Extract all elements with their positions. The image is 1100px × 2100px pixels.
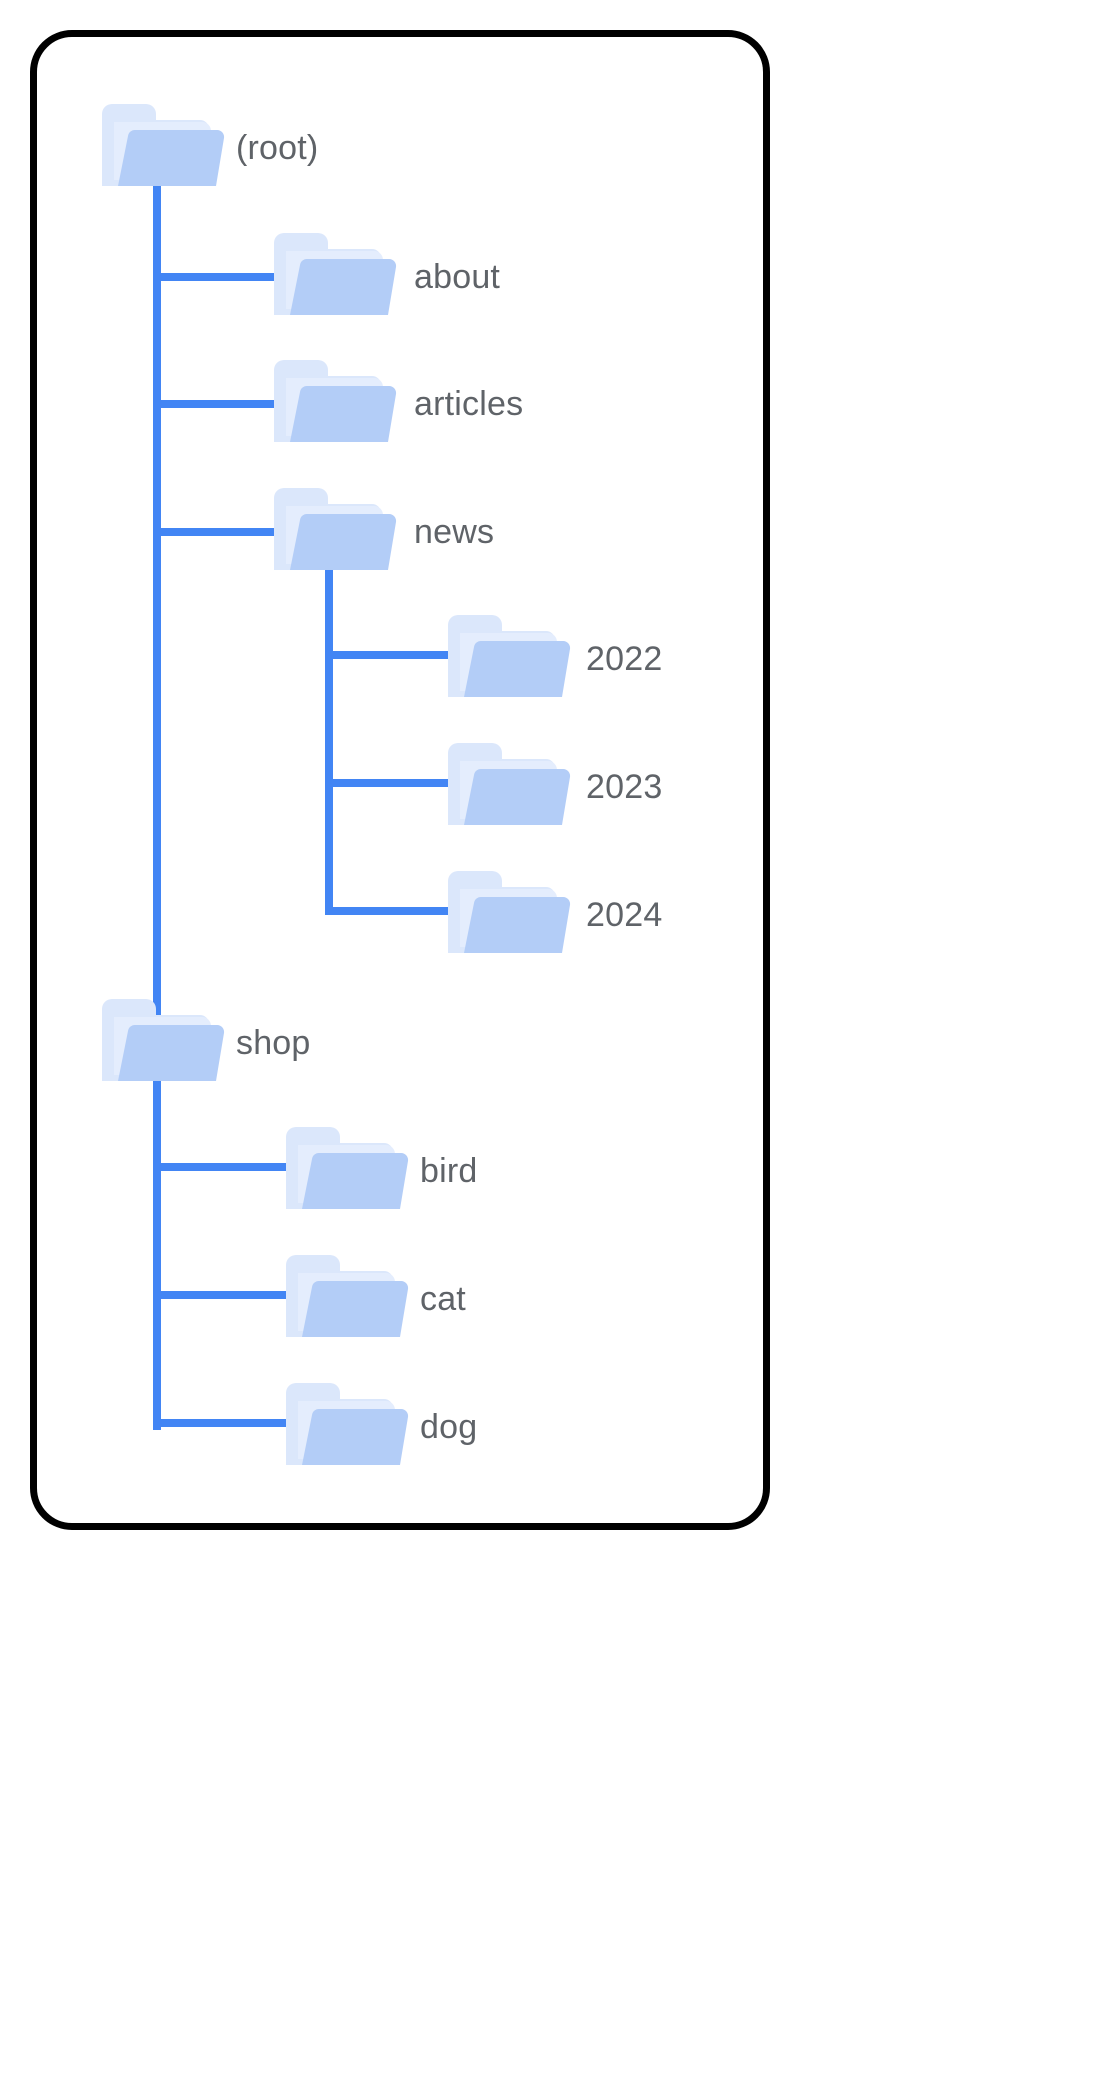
node-label-shop: shop [236,1024,311,1062]
folder-icon-bird[interactable] [286,1127,409,1209]
node-label-articles: articles [414,385,524,423]
folder-icon-root[interactable] [102,104,225,186]
node-label-2022: 2022 [586,640,663,678]
folder-icon-articles[interactable] [274,360,397,442]
folder-icon-2024[interactable] [448,871,571,953]
connector-news-2023 [325,779,457,787]
folder-icon-about[interactable] [274,233,397,315]
node-label-bird: bird [420,1152,478,1190]
folder-icon-news[interactable] [274,488,397,570]
connector-shop-cat [153,1291,295,1299]
folder-icon-2022[interactable] [448,615,571,697]
connector-news-2022 [325,651,457,659]
node-label-dog: dog [420,1408,478,1446]
connector-shop-dog [153,1419,295,1427]
connector-root-about [153,273,283,281]
node-label-about: about [414,258,501,296]
connector-trunk-news [325,560,333,915]
folder-icon-shop[interactable] [102,999,225,1081]
node-label-2024: 2024 [586,896,663,934]
folder-icon-dog[interactable] [286,1383,409,1465]
connector-root-news [153,528,283,536]
connector-trunk-root [153,180,161,1060]
folder-icon-cat[interactable] [286,1255,409,1337]
connector-trunk-shop [153,1060,161,1430]
node-label-news: news [414,513,495,551]
connector-shop-bird [153,1163,295,1171]
node-label-2023: 2023 [586,768,663,806]
folder-icon-2023[interactable] [448,743,571,825]
connector-root-articles [153,400,283,408]
node-label-cat: cat [420,1280,466,1318]
connector-lines [153,180,457,1430]
node-label-root: (root) [236,129,319,167]
connector-news-2024 [325,907,457,915]
